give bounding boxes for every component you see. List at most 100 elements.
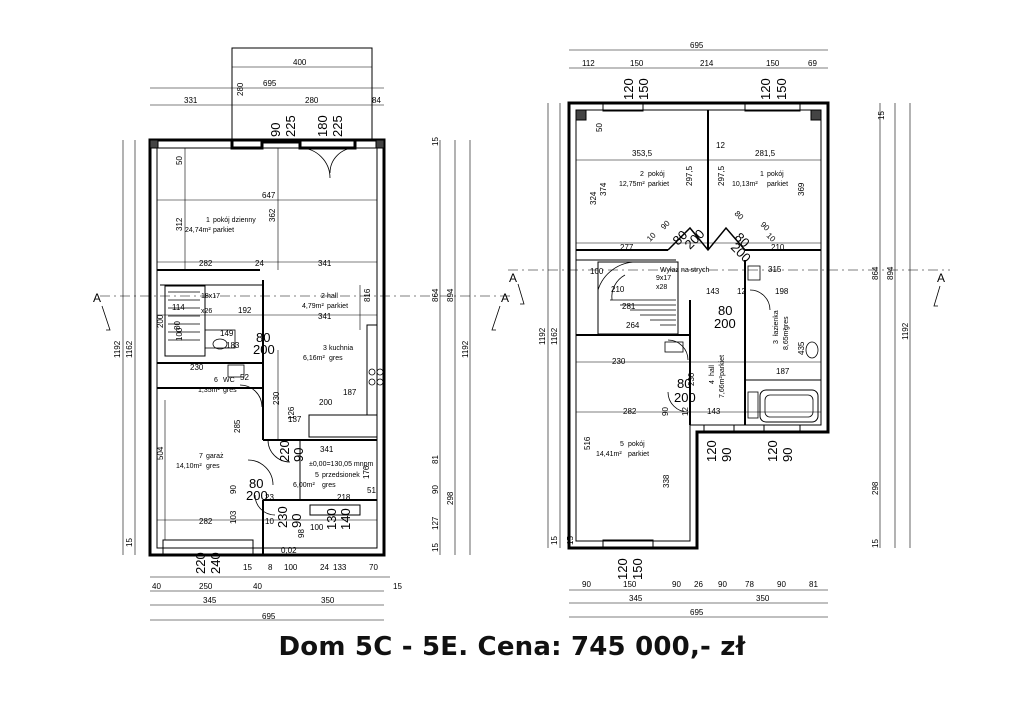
dim-text: 341 xyxy=(318,312,332,321)
dim-text: 176 xyxy=(362,465,371,479)
dim-text: 281 xyxy=(622,302,636,311)
dim-text: 15 xyxy=(566,536,575,545)
floor-plans-drawing: 1 pokój dzienny 24,74m² parkiet 2 hall 4… xyxy=(93,41,950,621)
dim-text: 218 xyxy=(337,493,351,502)
dim-text: 200 xyxy=(674,390,696,405)
dim-text: 1162 xyxy=(550,327,559,345)
room-garaz-no: 7 xyxy=(199,453,203,460)
dim-text: 695 xyxy=(262,612,276,621)
dim-text: 180 xyxy=(315,115,330,137)
dim-text: 81 xyxy=(431,455,440,464)
dim-text: 516 xyxy=(583,436,592,450)
room-pokoj5-no: 5 xyxy=(620,441,624,448)
dim-text: 10 xyxy=(645,230,658,243)
room-hall-upper-no: 4 xyxy=(709,380,716,384)
dim-text: 225 xyxy=(283,115,298,137)
dim-text: 126 xyxy=(287,406,296,420)
room-pokoj-dzienny-area: 24,74m² xyxy=(185,227,211,234)
ground-floor-top-dims: 400 695 331 280 84 280 90 225 180 225 xyxy=(184,58,381,137)
dim-text: 230 xyxy=(272,391,281,405)
stair-count-ground: x26 xyxy=(201,308,212,315)
price-caption: Dom 5C - 5E. Cena: 745 000,- zł xyxy=(278,632,746,662)
dim-text: 26 xyxy=(694,580,703,589)
dim-text: 297,5 xyxy=(685,165,694,186)
dim-text: 150 xyxy=(766,59,780,68)
dim-text: 143 xyxy=(706,287,720,296)
room-lazienka-area: 8,65m² xyxy=(783,328,790,350)
dim-text: 15 xyxy=(431,137,440,146)
room-wc-name: WC xyxy=(223,377,235,384)
dim-text: 647 xyxy=(262,191,276,200)
dim-text: 90 xyxy=(672,580,681,589)
dim-text: 220 xyxy=(193,552,208,574)
dim-text: 230 xyxy=(687,372,696,386)
room-pokoj1-area: 10,13m² xyxy=(732,181,758,188)
dim-text: 230 xyxy=(275,506,290,528)
dim-text: 130 xyxy=(324,508,339,530)
ground-floor-inner-dims: 647 282 24 341 362 192 341 149 183 230 5… xyxy=(173,191,376,555)
dim-text: 90 xyxy=(289,514,304,528)
dim-text: 12 xyxy=(716,141,725,150)
room-pokoj2-name: pokój xyxy=(648,171,665,178)
dim-text: 864 xyxy=(871,266,880,280)
dim-text: 127 xyxy=(431,516,440,530)
room-pokoj5-area: 14,41m² xyxy=(596,451,622,458)
dim-text: 1192 xyxy=(461,340,470,358)
room-kuchnia-floor: gres xyxy=(329,355,343,362)
room-pokoj2-area: 12,75m² xyxy=(619,181,645,188)
dim-text: 40 xyxy=(253,582,262,591)
room-hall-upper-name: hall xyxy=(709,365,716,376)
dim-text: 98 xyxy=(297,529,306,538)
room-pokoj1-floor: parkiet xyxy=(767,181,788,188)
room-pokoj2-floor: parkiet xyxy=(648,181,669,188)
dim-text: 150 xyxy=(630,558,645,580)
dim-text: 100 xyxy=(284,563,298,572)
dim-text: 137 xyxy=(288,415,302,424)
room-garaz-area: 14,10m² xyxy=(176,463,202,470)
dim-text: 183 xyxy=(226,341,240,350)
dim-text: 282 xyxy=(623,407,637,416)
room-hall-area: 4,79m² xyxy=(302,303,324,310)
room-hall-floor: parkiet xyxy=(327,303,348,310)
dim-text: 150 xyxy=(623,580,637,589)
dim-text: 15 xyxy=(550,536,559,545)
dim-text: 90 xyxy=(718,580,727,589)
dim-text: 143 xyxy=(707,407,721,416)
dim-text: 200 xyxy=(156,314,165,328)
dim-text: 52 xyxy=(240,373,249,382)
dim-text: 150 xyxy=(630,59,644,68)
dim-text: 1162 xyxy=(125,340,134,358)
room-pokoj1-name: pokój xyxy=(767,171,784,178)
dim-text: 78 xyxy=(745,580,754,589)
dim-text: 90 xyxy=(582,580,591,589)
dim-text: 112 xyxy=(582,59,595,68)
dim-text: 435 xyxy=(797,341,806,355)
dim-text: 350 xyxy=(756,594,770,603)
stair-label-upper: Wyłaz na strych xyxy=(660,267,709,274)
dim-text: 12 xyxy=(681,407,690,416)
dim-text: 150 xyxy=(636,78,651,100)
dim-text: 200 xyxy=(246,488,268,503)
dim-text: 10 xyxy=(265,517,274,526)
dim-text: 23 xyxy=(265,493,274,502)
dim-text: 50 xyxy=(595,123,604,132)
dim-text: 8 xyxy=(268,563,273,572)
dim-text: 374 xyxy=(599,182,608,196)
room-garaz-floor: gres xyxy=(206,463,220,470)
dim-text: 225 xyxy=(330,115,345,137)
dim-text: 50 xyxy=(175,156,184,165)
dim-text: 214 xyxy=(700,59,714,68)
ground-floor-side-dims: 1192 1162 312 504 90 15 200 100 50 114 1… xyxy=(113,137,470,552)
dim-text: 51 xyxy=(367,486,376,495)
dim-text: 149 xyxy=(220,329,234,338)
dim-text: 80 xyxy=(718,303,732,318)
dim-text: 90 xyxy=(780,448,795,462)
dim-text: 84 xyxy=(372,96,381,105)
section-marker-left: A xyxy=(93,291,101,305)
dim-text: 331 xyxy=(184,96,198,105)
upper-floor-bottom-dims: 15 90 150 90 26 90 78 90 81 345 350 695 … xyxy=(566,536,818,617)
dim-text: 12 xyxy=(737,287,746,296)
ground-floor-bottom-dims: 15 8 100 24 133 70 15 40 250 40 345 350 … xyxy=(152,552,402,621)
dim-text: 1192 xyxy=(113,340,122,358)
dim-text: 120 xyxy=(765,440,780,462)
